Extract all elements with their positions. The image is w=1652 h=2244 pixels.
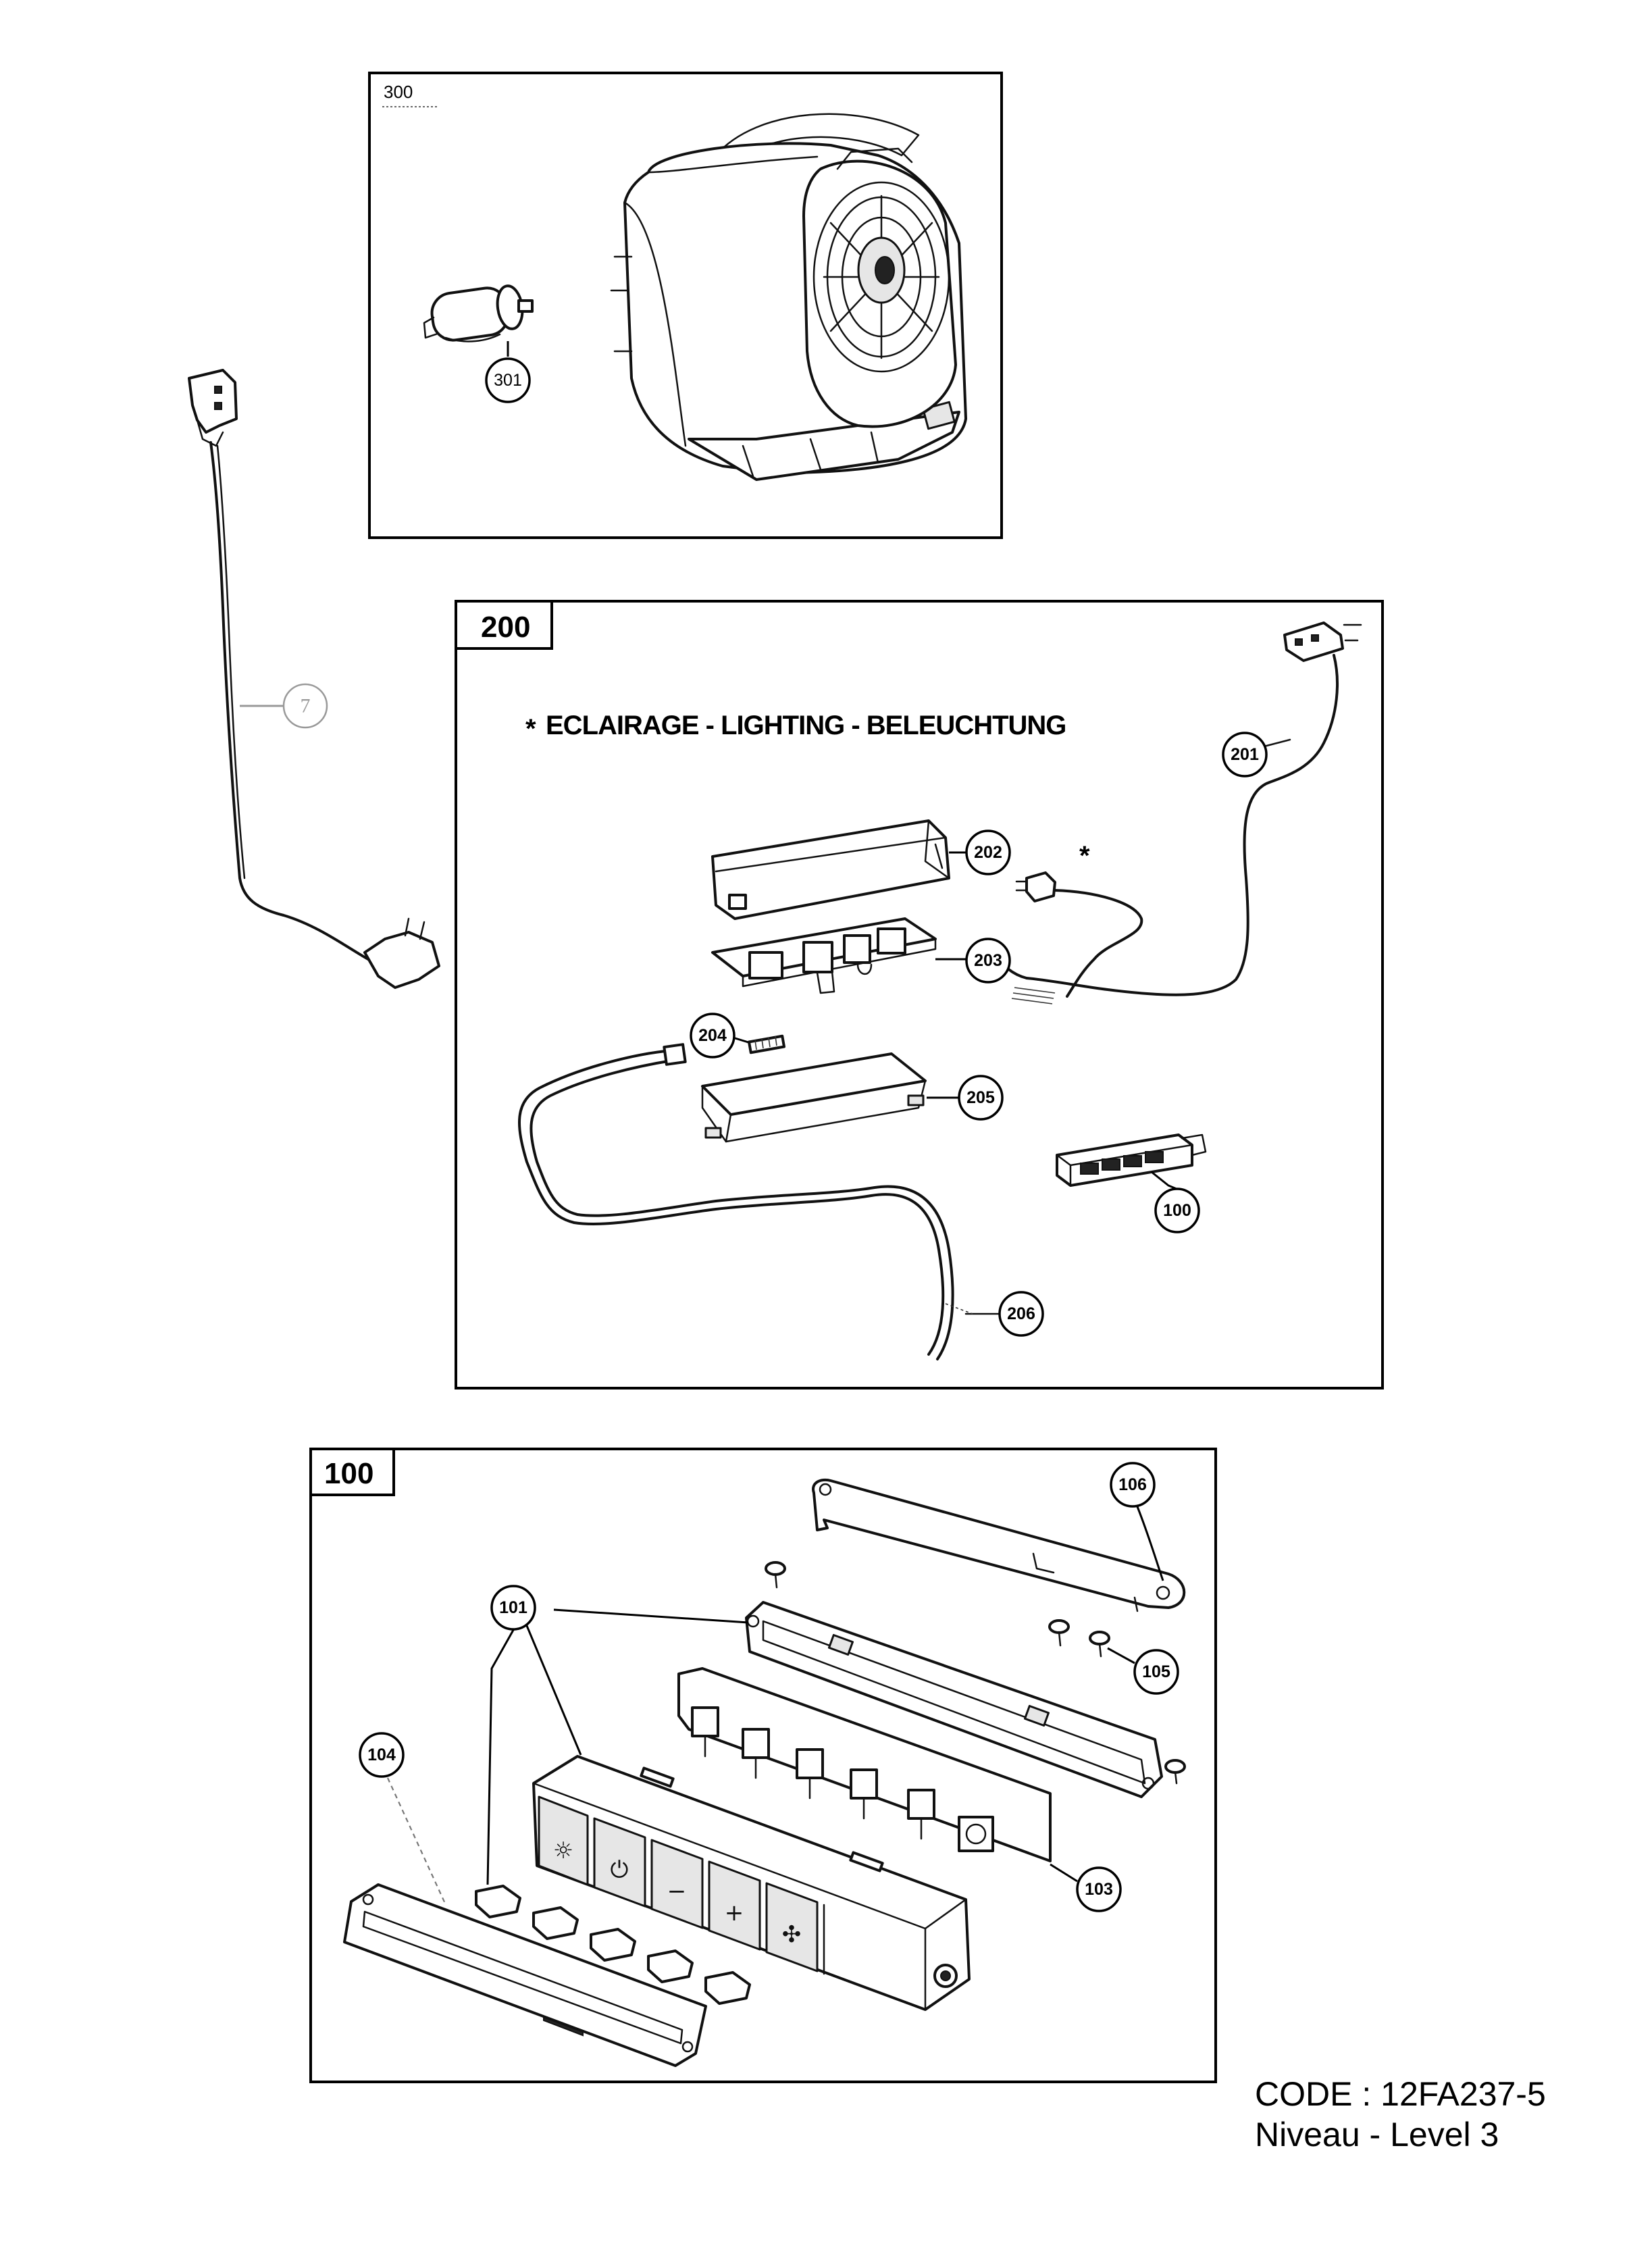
lamp-cover-202 — [711, 819, 950, 920]
drawing-code: CODE : 12FA237-5 — [1255, 2075, 1546, 2113]
svg-text:201: 201 — [1231, 745, 1259, 764]
svg-text:100: 100 — [1163, 1201, 1191, 1220]
panel-200-tag: 200 — [481, 611, 530, 644]
switch-board-103 — [677, 1667, 1052, 1862]
cable-star: * — [1079, 841, 1090, 871]
keypad-buttons: ☼ ⏻ − + ✣ — [538, 1795, 825, 2037]
callout-106: 104 — [359, 1732, 447, 1906]
callout-101: 101 — [486, 1585, 749, 1885]
fan-boost-icon: ✣ — [782, 1921, 802, 1948]
connector-204 — [747, 1034, 786, 1054]
svg-text:106: 106 — [1118, 1475, 1147, 1494]
callout-103: 103 — [1050, 1863, 1122, 1912]
screws-104 — [765, 1561, 1186, 1785]
callout-104: 105 — [1107, 1647, 1179, 1695]
svg-text:104: 104 — [367, 1745, 396, 1764]
callout-206: 206 — [998, 1291, 1044, 1337]
headline-star: * — [525, 714, 536, 744]
drawing-code-block: CODE : 12FA237-5 Niveau - Level 3 — [1255, 2074, 1546, 2155]
keypad-frame-101 — [745, 1601, 1163, 1798]
svg-text:301: 301 — [494, 371, 522, 390]
capacitor — [423, 284, 534, 342]
button-caps — [475, 1885, 751, 2005]
panel-motor-300: 300 — [368, 72, 1003, 539]
panel-200-tagbox — [455, 600, 553, 650]
svg-text:101: 101 — [499, 1598, 527, 1617]
panel-200-frame — [455, 600, 1384, 1389]
panel-300-tag: 300 — [384, 82, 413, 102]
blower-motor-housing — [610, 113, 967, 481]
callout-202: 202 — [949, 830, 1011, 875]
svg-text:103: 103 — [1085, 1880, 1113, 1899]
svg-text:202: 202 — [974, 843, 1002, 862]
svg-text:206: 206 — [1007, 1304, 1035, 1323]
svg-text:203: 203 — [974, 951, 1002, 970]
callout-7: 7 — [301, 695, 311, 717]
callout-203: 203 — [935, 938, 1011, 984]
front-plate-106 — [343, 1883, 707, 2067]
panel-100-frame — [309, 1448, 1217, 2083]
callout-204: 204 — [690, 1013, 749, 1059]
callout-105: 106 — [1110, 1462, 1164, 1581]
lighting-cable-201 — [991, 621, 1362, 996]
minus-icon: − — [667, 1878, 687, 1905]
callout-201: 201 — [1222, 732, 1268, 777]
svg-text:105: 105 — [1142, 1662, 1170, 1681]
panel-control-100: 100 106 105 — [309, 1448, 1217, 2083]
control-module-100-small — [1056, 1133, 1207, 1187]
diffuser-205 — [701, 1052, 927, 1143]
panel-lighting-200: 200 * ECLAIRAGE - LIGHTING - BELEUCHTUNG… — [455, 600, 1384, 1389]
drawing-level: Niveau - Level 3 — [1255, 2116, 1499, 2153]
flat-cable-206 — [517, 1043, 1001, 1360]
power-icon: ⏻ — [611, 1856, 629, 1883]
mounting-bracket-105 — [812, 1479, 1186, 1612]
led-board-203 — [711, 917, 937, 994]
power-cord-7: 7 — [188, 369, 440, 989]
panel-300-frame — [368, 72, 1003, 539]
callout-301: 301 — [485, 341, 531, 403]
led-connector-cable: * — [1011, 841, 1143, 1004]
tact-switches — [691, 1706, 994, 1852]
callout-100-small: 100 — [1151, 1171, 1200, 1233]
plus-icon: + — [725, 1899, 744, 1927]
panel-100-tag: 100 — [324, 1457, 373, 1490]
keypad-housing: ☼ ⏻ − + ✣ — [532, 1755, 971, 2037]
lamp-icon: ☼ — [553, 1837, 573, 1864]
svg-text:205: 205 — [966, 1088, 995, 1107]
svg-text:204: 204 — [698, 1026, 727, 1045]
callout-205: 205 — [927, 1075, 1004, 1121]
lighting-headline: ECLAIRAGE - LIGHTING - BELEUCHTUNG — [546, 711, 1066, 740]
panel-100-tagbox — [309, 1448, 395, 1496]
